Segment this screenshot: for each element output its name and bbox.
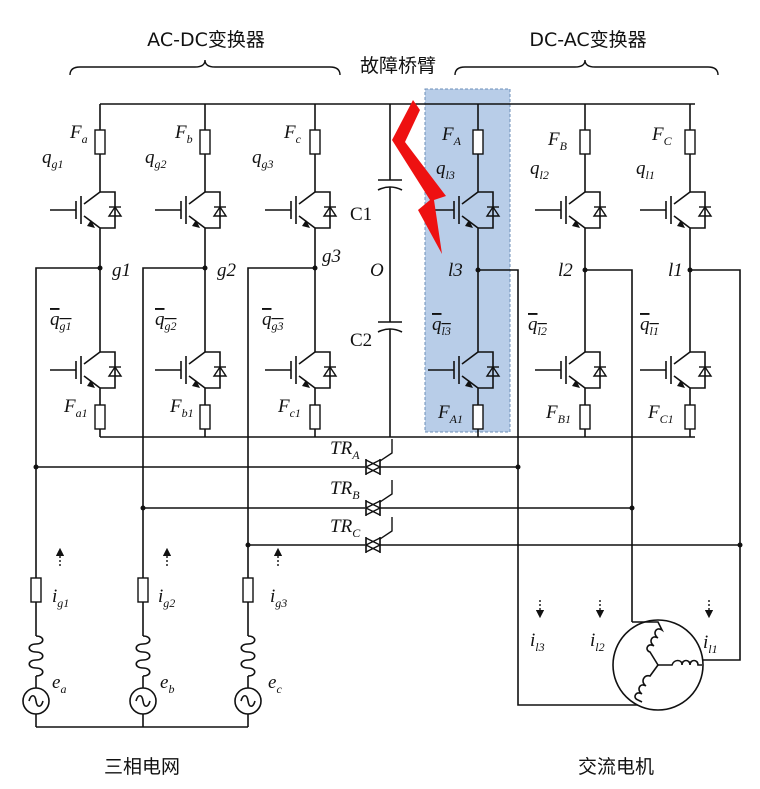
svg-text:g3: g3	[322, 246, 341, 267]
triac-b-label: TRB	[330, 478, 360, 502]
svg-text:FA: FA	[441, 124, 462, 148]
leg-l2	[534, 104, 607, 437]
dc-link-capacitors	[377, 104, 403, 437]
bypass-lines	[33, 438, 740, 554]
phase-l2-labels: FB ql2 l2 ql2 FB1 il2	[528, 129, 605, 654]
svg-text:Fa: Fa	[69, 122, 88, 146]
phase-g1-labels: Fa qg1 g1 qg1 Fa1 ig1 ea	[42, 122, 131, 696]
leg-g2	[154, 104, 227, 437]
fault-lightning-icon	[392, 100, 446, 254]
svg-text:ig2: ig2	[158, 586, 175, 610]
ac-dc-title: AC-DC变换器	[147, 29, 265, 51]
leg-g1	[49, 104, 122, 437]
svg-text:FB: FB	[547, 129, 568, 153]
svg-text:l3: l3	[448, 260, 463, 281]
svg-text:il3: il3	[530, 630, 545, 654]
triac-a-label: TRA	[330, 438, 360, 462]
svg-text:ql2: ql2	[528, 314, 547, 338]
svg-text:Fc1: Fc1	[277, 396, 301, 420]
svg-text:ea: ea	[52, 672, 66, 696]
svg-text:ec: ec	[268, 672, 282, 696]
svg-text:g2: g2	[217, 260, 237, 281]
triac-c-label: TRC	[330, 516, 361, 540]
fault-leg-title: 故障桥臂	[360, 55, 436, 77]
svg-text:qg3: qg3	[252, 147, 274, 171]
svg-text:l2: l2	[558, 260, 573, 281]
svg-text:ig3: ig3	[270, 586, 287, 610]
phase-l3-labels: FA ql3 l3 ql3 FA1 il3	[432, 124, 545, 654]
midpoint-label: O	[370, 260, 384, 281]
svg-text:FB1: FB1	[545, 402, 571, 426]
grid-feeder-wires	[35, 265, 318, 578]
svg-text:Fb1: Fb1	[169, 396, 194, 420]
svg-text:FC1: FC1	[647, 402, 674, 426]
motor-title: 交流电机	[578, 756, 654, 778]
capacitor-c2-label: C2	[350, 330, 372, 351]
svg-text:FA1: FA1	[437, 402, 463, 426]
phase-g3-labels: Fc qg3 g3 qg3 Fc1 ig3 ec	[252, 122, 341, 696]
svg-text:qg2: qg2	[155, 309, 177, 333]
svg-text:ql1: ql1	[640, 314, 659, 338]
leg-g3	[264, 104, 337, 437]
svg-text:Fa1: Fa1	[63, 396, 88, 420]
phase-l1-labels: FC ql1 l1 ql1 FC1 il1	[636, 124, 718, 656]
svg-text:l1: l1	[668, 260, 683, 281]
svg-text:qg2: qg2	[145, 147, 167, 171]
grid-title: 三相电网	[104, 756, 180, 778]
capacitor-c1-label: C1	[350, 204, 372, 225]
svg-text:qg1: qg1	[42, 147, 64, 171]
ac-motor-icon	[612, 619, 704, 711]
svg-text:Fc: Fc	[283, 122, 302, 146]
svg-text:ql3: ql3	[432, 314, 451, 338]
svg-text:ig1: ig1	[52, 586, 69, 610]
svg-text:eb: eb	[160, 672, 174, 696]
svg-text:ql2: ql2	[530, 158, 549, 182]
svg-text:ql1: ql1	[636, 158, 655, 182]
svg-text:g1: g1	[112, 260, 131, 281]
phase-g2-labels: Fb qg2 g2 qg2 Fb1 ig2 eb	[145, 122, 237, 696]
dc-ac-title: DC-AC变换器	[529, 29, 646, 51]
ac-dc-brace	[69, 59, 341, 76]
svg-text:qg1: qg1	[50, 309, 72, 333]
leg-l3	[427, 104, 500, 437]
svg-text:qg3: qg3	[262, 309, 284, 333]
fault-leg-highlight	[424, 88, 511, 433]
svg-text:Fb: Fb	[174, 122, 193, 146]
grid-sources	[22, 577, 262, 728]
svg-text:il2: il2	[590, 630, 605, 654]
svg-text:ql3: ql3	[436, 158, 455, 182]
svg-text:FC: FC	[651, 124, 673, 148]
svg-text:il1: il1	[703, 632, 718, 656]
dc-ac-brace	[454, 59, 719, 76]
leg-l1	[639, 104, 712, 437]
